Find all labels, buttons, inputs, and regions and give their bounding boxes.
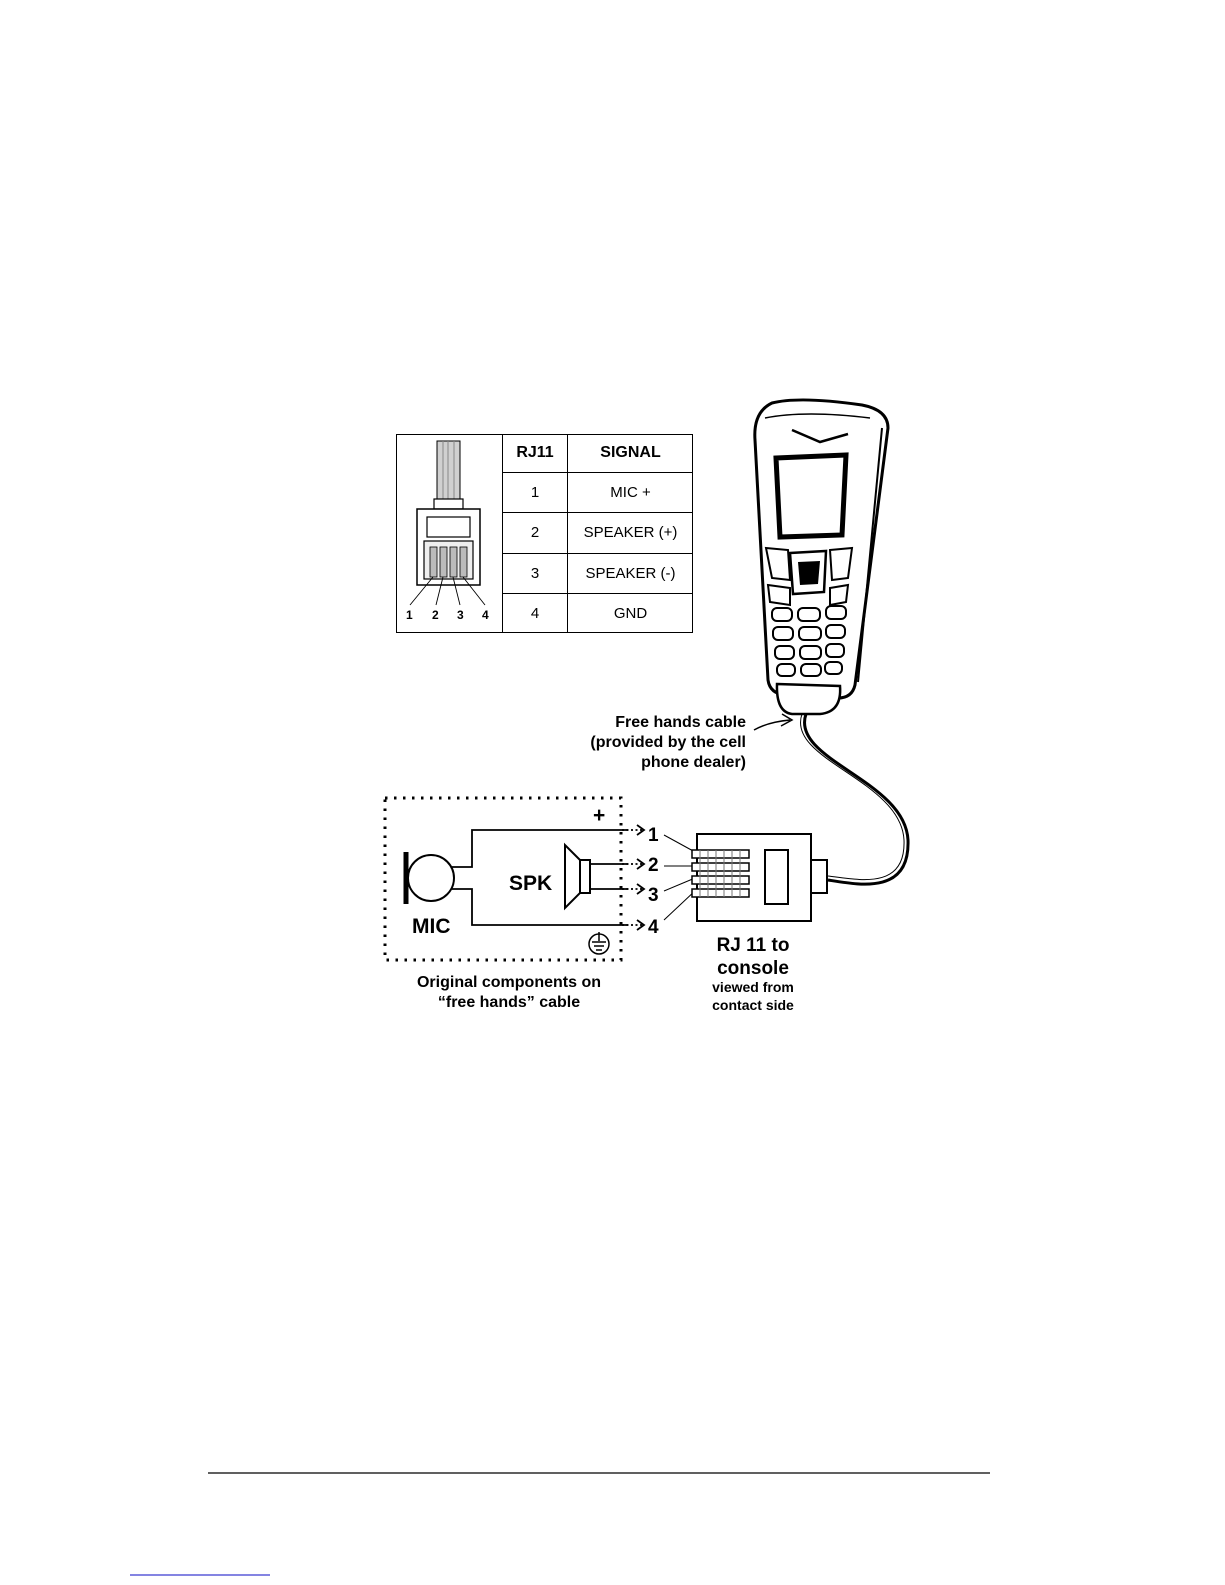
speaker-icon: [565, 845, 590, 908]
plus-label: +: [593, 804, 605, 827]
wire-number-label: 1: [648, 825, 659, 846]
original-components-label: “free hands” cable: [438, 994, 580, 1011]
ground-icon: [589, 932, 609, 954]
cell-phone-icon: [755, 400, 888, 714]
cable-pointer-arrow: [754, 720, 790, 730]
spk-label: SPK: [509, 872, 552, 895]
rj11-title-label: RJ 11 to: [717, 935, 790, 956]
wire-number-label: 4: [648, 917, 659, 938]
free-hands-cable-wire: [804, 714, 908, 884]
free-hands-cable-label: phone dealer): [641, 754, 746, 771]
original-components-label: Original components on: [417, 974, 601, 991]
free-hands-cable-label: Free hands cable: [615, 714, 746, 731]
free-hands-cable-label: (provided by the cell: [590, 734, 746, 751]
wire-number-label: 3: [648, 885, 659, 906]
wire-number-label: 2: [648, 855, 659, 876]
rj11-plug-icon: [692, 834, 827, 921]
rj11-subtitle-label: contact side: [712, 997, 794, 1013]
free-hands-cable-wire: [800, 714, 904, 880]
mic-label: MIC: [412, 915, 451, 938]
rj11-title-label: console: [717, 958, 789, 979]
microphone-icon: [406, 852, 454, 904]
rj11-subtitle-label: viewed from: [712, 979, 794, 995]
